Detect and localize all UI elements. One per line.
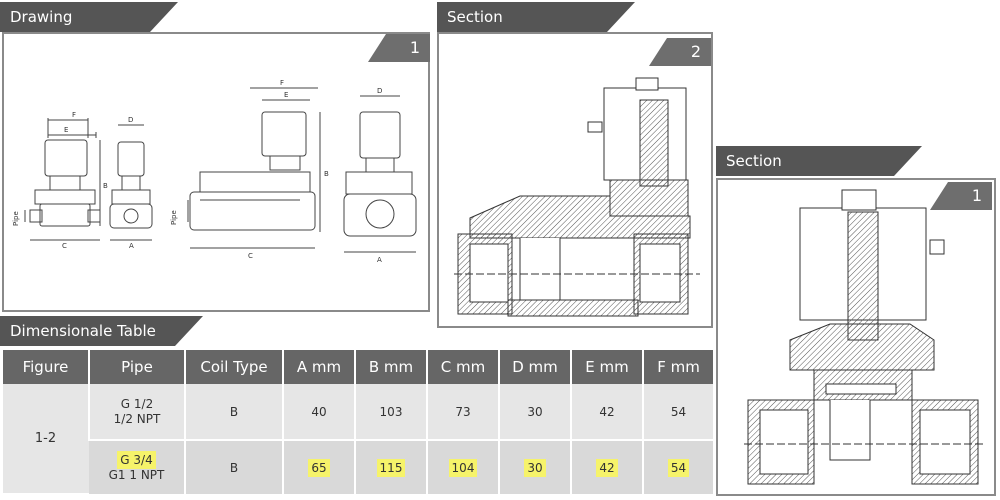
- dim-b-small: B: [103, 182, 108, 190]
- f-cell: 54: [642, 440, 713, 494]
- dim-a-small: A: [129, 242, 134, 250]
- d-cell: 30: [498, 384, 571, 441]
- figure-cell: 1-2: [3, 384, 89, 495]
- coil-cell: B: [184, 384, 283, 441]
- dim-e-small: E: [64, 126, 68, 134]
- header-f-mm: F mm: [642, 350, 713, 384]
- section-right-tab: Section: [716, 146, 922, 176]
- header-b-mm: B mm: [354, 350, 427, 384]
- dim-pipe-large: Pipe: [170, 210, 178, 225]
- section-top-title: Section: [447, 8, 503, 26]
- f-cell: 54: [642, 384, 713, 441]
- dim-d-large: D: [377, 87, 382, 95]
- dim-a-large: A: [377, 256, 382, 264]
- dimension-table: Figure Pipe Coil Type A mm B mm C mm D m…: [3, 350, 713, 495]
- dimension-table-tab: Dimensionale Table: [0, 316, 203, 346]
- dimension-table-title: Dimensionale Table: [10, 322, 156, 340]
- header-pipe: Pipe: [88, 350, 185, 384]
- header-figure: Figure: [3, 350, 89, 384]
- dim-pipe-small: Pipe: [12, 211, 20, 226]
- header-e-mm: E mm: [570, 350, 643, 384]
- pipe-cell: G 1/2 1/2 NPT: [88, 384, 185, 441]
- dim-b-large: B: [324, 170, 329, 178]
- coil-cell: B: [184, 440, 283, 494]
- header-d-mm: D mm: [498, 350, 571, 384]
- header-a-mm: A mm: [282, 350, 355, 384]
- e-cell: 42: [570, 440, 643, 494]
- section-right-number: 1: [930, 182, 992, 210]
- dim-f-small: F: [72, 111, 76, 119]
- dim-f-large: F: [280, 79, 284, 87]
- table-row: 1-2 G 1/2 1/2 NPT B 40 103 73 30 42 54: [3, 384, 713, 495]
- drawing-reference-title: Drawing Reference: [10, 8, 86, 56]
- section-top-tab: Section: [437, 2, 635, 32]
- header-c-mm: C mm: [426, 350, 499, 384]
- dimension-drawings: F E D B C A Pipe F E D B C A Pipe: [12, 79, 417, 264]
- b-cell: 115: [354, 440, 427, 494]
- dim-c-large: C: [248, 252, 253, 260]
- dim-e-large: E: [284, 91, 288, 99]
- d-cell: 30: [498, 440, 571, 494]
- section-right-title: Section: [726, 152, 782, 170]
- b-cell: 103: [354, 384, 427, 441]
- c-cell: 73: [426, 384, 499, 441]
- table-row: G 3/4 G1 1 NPT B 65 115 104 30 42 54: [3, 440, 713, 494]
- table-header-row: Figure Pipe Coil Type A mm B mm C mm D m…: [3, 350, 713, 384]
- header-coil-type: Coil Type: [184, 350, 283, 384]
- drawing-reference-tab: Drawing Reference: [0, 2, 178, 56]
- c-cell: 104: [426, 440, 499, 494]
- a-cell: 65: [282, 440, 355, 494]
- dim-c-small: C: [62, 242, 67, 250]
- pipe-cell: G 3/4 G1 1 NPT: [89, 440, 185, 494]
- dim-d-small: D: [128, 116, 133, 124]
- e-cell: 42: [570, 384, 643, 441]
- drawing-figure-number: 1: [368, 34, 430, 62]
- a-cell: 40: [282, 384, 355, 441]
- section-top-number: 2: [649, 38, 711, 66]
